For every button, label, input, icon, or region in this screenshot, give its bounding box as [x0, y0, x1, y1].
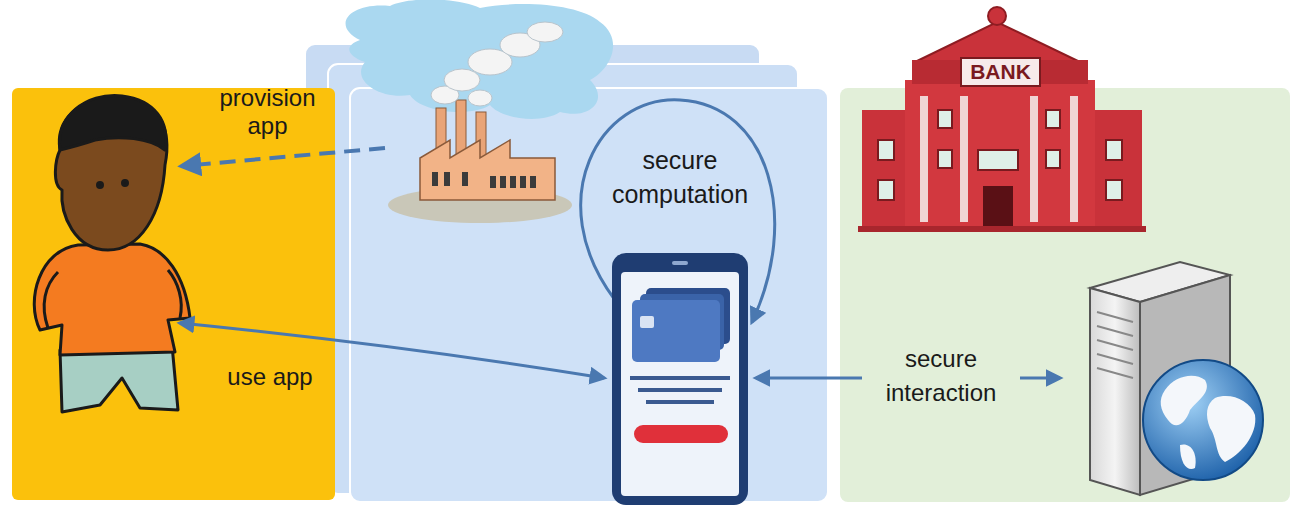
- arrow-label: use app: [210, 362, 330, 392]
- bank-sign: BANK: [960, 57, 1041, 87]
- factory: [346, 0, 614, 223]
- arrow-label: provision app: [200, 84, 335, 140]
- bank-building: [858, 7, 1146, 232]
- node-text: BANK: [970, 60, 1031, 83]
- panels: [12, 44, 1290, 502]
- provision-arrow: [182, 148, 385, 166]
- phone: [612, 253, 748, 505]
- person: [34, 96, 190, 412]
- web-server: [1090, 262, 1263, 495]
- arrow-label: secure computation: [596, 143, 764, 211]
- arrow-label: secure interaction: [862, 342, 1020, 410]
